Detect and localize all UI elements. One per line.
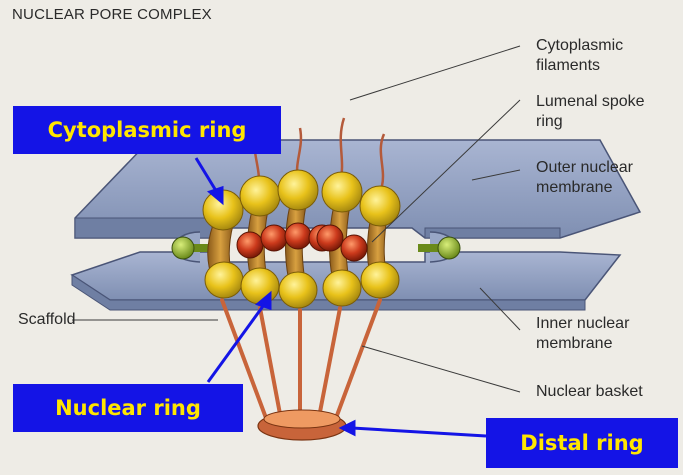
callout-nuclear-ring: Nuclear ring	[13, 384, 243, 432]
label-inner-nuclear-membrane: Inner nuclear membrane	[536, 314, 629, 354]
label-lumenal-spoke-ring: Lumenal spoke ring	[536, 92, 645, 132]
label-outer-nuclear-membrane: Outer nuclear membrane	[536, 158, 633, 198]
distal-ring	[258, 410, 346, 440]
callout-cytoplasmic-ring: Cytoplasmic ring	[13, 106, 281, 154]
nuclear-basket-strands	[222, 300, 380, 418]
label-cytoplasmic-filaments: Cytoplasmic filaments	[536, 36, 623, 76]
label-scaffold: Scaffold	[18, 310, 76, 330]
label-nuclear-basket: Nuclear basket	[536, 382, 643, 402]
figure-title: NUCLEAR PORE COMPLEX	[12, 6, 212, 23]
callout-distal-ring: Distal ring	[486, 418, 678, 468]
